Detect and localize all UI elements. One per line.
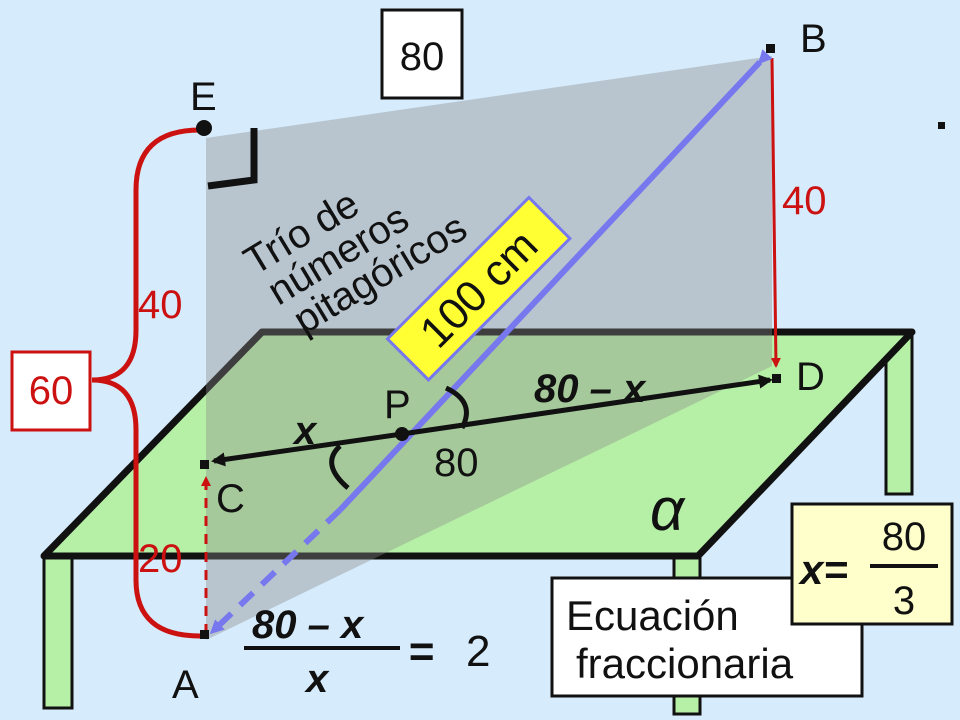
bd-length-label: 40 <box>782 179 827 223</box>
brace-icon <box>91 127 201 639</box>
equation-rhs: 2 <box>466 627 490 676</box>
angle-arc-icon <box>444 385 469 430</box>
label-point-c: C <box>216 477 245 521</box>
plane-alpha-label: α <box>650 476 686 543</box>
point-a-dot <box>200 630 209 639</box>
equation-denominator: x <box>304 657 330 701</box>
cp-segment-label: x <box>292 409 318 453</box>
table-top-plane <box>40 328 916 560</box>
top-length-label: 80 <box>400 35 445 79</box>
solution-denominator: 3 <box>893 579 915 623</box>
cd-total-label: 80 <box>434 441 479 485</box>
segment-pc <box>211 431 403 467</box>
equation-equals: = <box>408 627 434 676</box>
caption-line-1: Ecuación <box>566 592 739 639</box>
point-e-dot <box>196 120 212 136</box>
point-b-dot <box>766 44 775 53</box>
solution-numerator: 80 <box>882 515 927 559</box>
label-point-e: E <box>190 75 217 119</box>
equation-numerator: 80 – x <box>252 603 365 647</box>
right-angle-icon <box>207 128 258 190</box>
stray-dot <box>938 122 945 129</box>
point-d-dot <box>772 374 781 383</box>
table-leg-front-left <box>42 554 74 710</box>
pd-segment-label: 80 – x <box>534 367 647 411</box>
angle-arc-icon-lower <box>329 444 350 490</box>
ec-length-label: 40 <box>138 283 183 327</box>
caption-line-2: fraccionaria <box>576 640 794 687</box>
top-length-box <box>380 8 464 100</box>
label-point-a: A <box>172 663 199 707</box>
solution-variable: x= <box>798 546 848 593</box>
point-p-dot <box>395 427 409 441</box>
label-point-d: D <box>796 355 825 399</box>
total-length-label: 60 <box>29 369 74 413</box>
ca-length-label: 20 <box>138 537 183 581</box>
label-point-p: P <box>384 383 411 427</box>
segment-bd <box>770 57 781 368</box>
point-c-dot <box>200 460 209 469</box>
label-point-b: B <box>800 17 827 61</box>
total-length-box <box>10 350 92 432</box>
